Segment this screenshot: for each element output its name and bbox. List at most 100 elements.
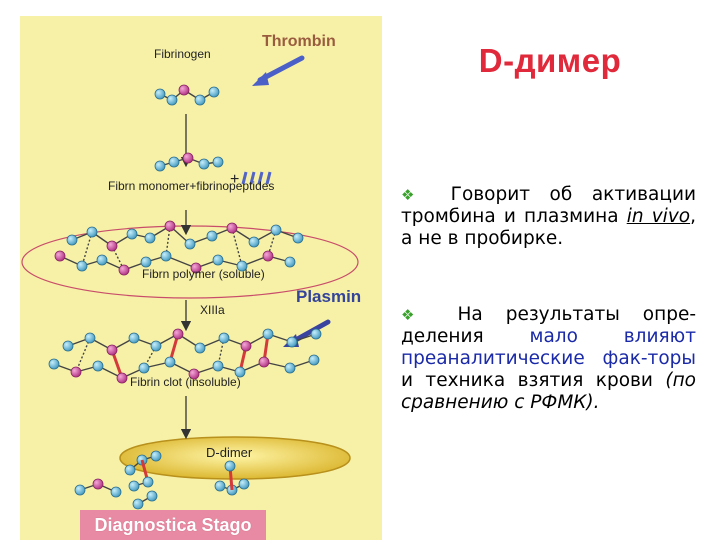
ddimer-domain [142, 476, 154, 488]
clot-link [75, 337, 91, 373]
ddimer-domain [214, 480, 226, 492]
plasmin-arrow-icon [289, 319, 331, 345]
diamond-bullet-icon: ❖ [401, 306, 432, 324]
bullet-text: На результаты опре-деления [401, 304, 697, 347]
clot-domain [218, 332, 230, 344]
clot-domain [240, 340, 252, 352]
monomer-domain [182, 152, 194, 164]
loose-domain [146, 490, 158, 502]
bullet-text-highlight: мало влияют преаналитические фак-торы [401, 326, 696, 369]
ddimer-domain [124, 464, 136, 476]
bullet-item: ❖ На результаты опре-деления мало влияют… [401, 304, 696, 414]
loose-domain [110, 486, 122, 498]
loose-domain [92, 478, 104, 490]
polymer-domain [96, 254, 108, 266]
bullet-text-emphasis: (по сравнению с РФМК). [401, 370, 696, 413]
diagram-panel: Fibrinogen Thrombin + Fibrn monomer+fibr… [20, 16, 382, 540]
clot-domain [84, 332, 96, 344]
clot-domain [70, 366, 82, 378]
clot-domain [212, 360, 224, 372]
clot-domain [188, 368, 200, 380]
fibrinogen-domain [178, 84, 190, 96]
clot-domain [62, 340, 74, 352]
polymer-domain [184, 238, 196, 250]
polymer-domain [212, 254, 224, 266]
label-monomer: Fibrn monomer+fibrinopeptides [108, 179, 274, 193]
polymer-domain [66, 234, 78, 246]
fibrinogen-domain [194, 94, 206, 106]
label-fibrinogen: Fibrinogen [154, 47, 211, 61]
clot-domain [258, 356, 270, 368]
monomer-domain [198, 158, 210, 170]
ddimer-domain [128, 480, 140, 492]
clot-domain [116, 372, 128, 384]
bullet-list-1: ❖ Говорит об активации тромбина и плазми… [401, 184, 696, 250]
thrombin-arrow-head-icon [252, 72, 269, 86]
polymer-domain [106, 240, 118, 252]
polymer-domain [144, 232, 156, 244]
clot-domain [286, 336, 298, 348]
monomer-domain [154, 160, 166, 172]
polymer-link [81, 231, 93, 267]
clot-domain [128, 332, 140, 344]
polymer-domain [118, 264, 130, 276]
fibrinogen-domain [208, 86, 220, 98]
polymer-domain [190, 262, 202, 274]
label-clot: Fibrin clot (insoluble) [130, 375, 241, 389]
bullet-text-emphasis: in vivo [626, 206, 691, 227]
bullet-item: ❖ Говорит об активации тромбина и плазми… [401, 184, 696, 250]
polymer-domain [140, 256, 152, 268]
bullet-list-2: ❖ На результаты опре-деления мало влияют… [401, 304, 696, 414]
polymer-domain [76, 260, 88, 272]
clot-domain [138, 362, 150, 374]
bullet-text: , а не в пробирке. [401, 206, 696, 249]
label-d-dimer: D-dimer [206, 445, 253, 460]
clot-domain [262, 328, 274, 340]
stago-badge: Diagnostica Stago [80, 510, 266, 540]
d-dimer-ellipse [119, 436, 351, 480]
fibrinogen-domain [166, 94, 178, 106]
polymer-domain [164, 220, 176, 232]
ddimer-domain [224, 460, 236, 472]
polymer-domain [236, 260, 248, 272]
polymer-domain [262, 250, 274, 262]
polymer-domain [270, 224, 282, 236]
polymer-link [231, 227, 243, 267]
clot-domain [150, 340, 162, 352]
fibrinogen-domain [154, 88, 166, 100]
clot-domain [194, 342, 206, 354]
loose-domain [74, 484, 86, 496]
monomer-domain [212, 156, 224, 168]
polymer-domain [126, 228, 138, 240]
clot-domain [234, 366, 246, 378]
bullet-text: и техника взятия крови [401, 370, 666, 391]
ddimer-domain [238, 478, 250, 490]
fibrin-degradation-diagram: Fibrinogen Thrombin + Fibrn monomer+fibr… [21, 33, 361, 510]
polymer-domain [284, 256, 296, 268]
bullet-text: Говорит об активации тромбина и плазмина [401, 184, 697, 227]
polymer-domain [86, 226, 98, 238]
polymer-domain [160, 250, 172, 262]
clot-domain [284, 362, 296, 374]
thrombin-arrow-icon [257, 55, 305, 83]
clot-domain [106, 344, 118, 356]
monomer-domain [168, 156, 180, 168]
diamond-bullet-icon: ❖ [401, 186, 429, 204]
polymer-domain [54, 250, 66, 262]
label-xiiia: XIIIa [200, 303, 225, 317]
label-polymer: Fibrn polymer (soluble) [142, 267, 265, 281]
slide-title: D-димер [478, 42, 622, 79]
ddimer-domain [150, 450, 162, 462]
clot-domain [48, 358, 60, 370]
label-thrombin: Thrombin [262, 33, 336, 50]
polymer-domain [248, 236, 260, 248]
clot-domain [172, 328, 184, 340]
clot-domain [308, 354, 320, 366]
clot-domain [92, 360, 104, 372]
polymer-domain [226, 222, 238, 234]
label-plus: + [230, 171, 239, 188]
clot-domain [164, 356, 176, 368]
loose-domain [132, 498, 144, 510]
fibrinopeptide-marks [241, 171, 272, 185]
polymer-domain [206, 230, 218, 242]
